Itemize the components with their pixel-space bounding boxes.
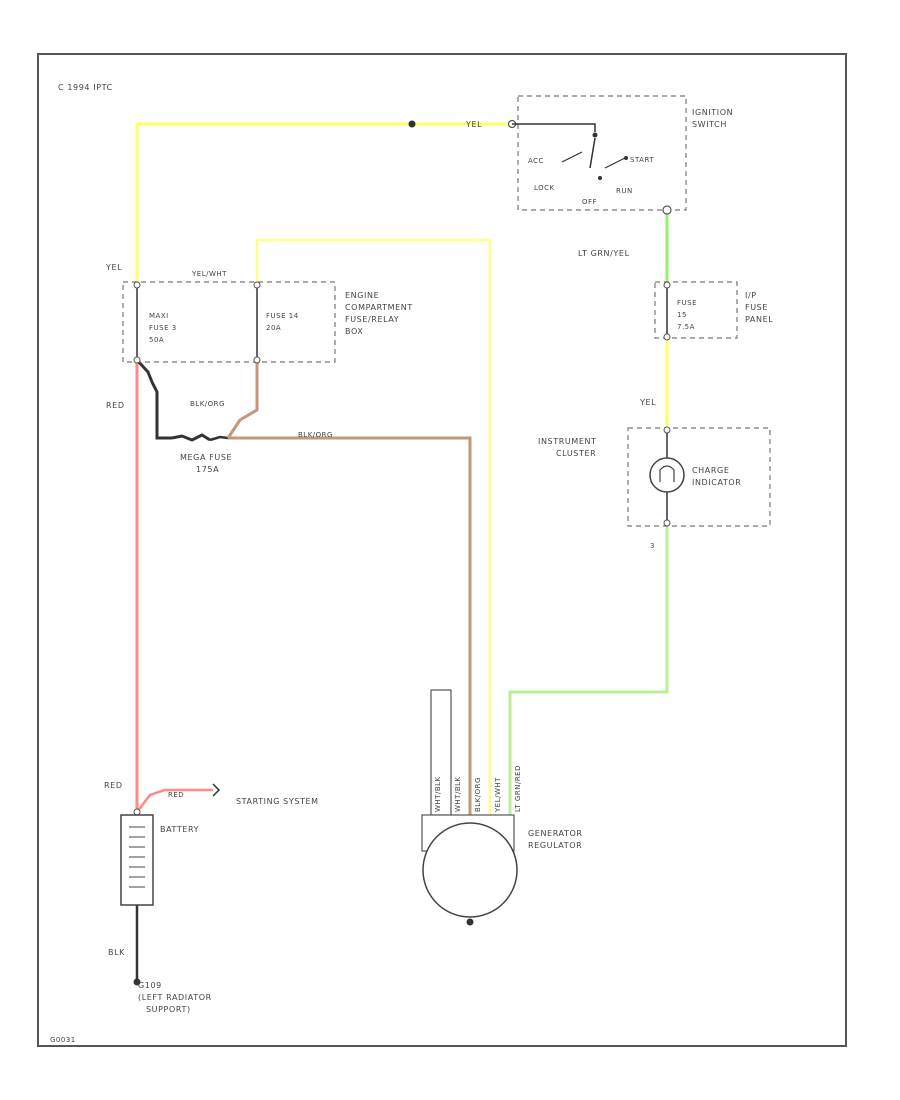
terminal-icon bbox=[253, 356, 261, 364]
ip-fuse-label: 15 bbox=[677, 311, 687, 319]
terminal-icon bbox=[663, 426, 671, 434]
terminal-icon bbox=[663, 281, 671, 289]
switch-acc-contact bbox=[561, 151, 583, 163]
figure-id-label: G0031 bbox=[50, 1036, 76, 1044]
generator-label: GENERATOR bbox=[528, 829, 583, 838]
wire-label: YEL bbox=[465, 120, 482, 129]
generator-ground-icon bbox=[466, 918, 474, 926]
instrument-cluster-label: CLUSTER bbox=[556, 449, 596, 458]
generator-pin-label: YEL/WHT bbox=[494, 777, 502, 813]
ip-fuse-label: FUSE bbox=[677, 299, 697, 307]
mega-fuse-label: MEGA FUSE bbox=[180, 453, 232, 462]
wire-label: YEL bbox=[105, 263, 122, 272]
starting-system-label: STARTING SYSTEM bbox=[236, 797, 319, 806]
ip-fuse-panel-box bbox=[654, 281, 738, 339]
terminal-icon bbox=[663, 519, 671, 527]
ignition-switch-label: SWITCH bbox=[692, 120, 727, 129]
terminal-icon bbox=[133, 808, 141, 816]
terminal-icon bbox=[253, 281, 261, 289]
maxi-fuse-label: MAXI bbox=[149, 312, 169, 320]
ground-label: SUPPORT) bbox=[146, 1005, 191, 1014]
wire-label: LT GRN/YEL bbox=[578, 249, 630, 258]
wire-label: RED bbox=[168, 791, 184, 799]
generator-pin-label: BLK/ORG bbox=[474, 777, 482, 812]
ip-fuse-panel-label: PANEL bbox=[745, 315, 773, 324]
lamp-filament-icon bbox=[659, 465, 675, 482]
engine-fuse-box-label: BOX bbox=[345, 327, 363, 336]
engine-fuse-box-label: FUSE/RELAY bbox=[345, 315, 399, 324]
wire-blk-org-long bbox=[228, 436, 472, 815]
mega-fuse-symbol bbox=[171, 433, 211, 442]
ignition-switch-label: IGNITION bbox=[692, 108, 733, 117]
wire-label: BLK/ORG bbox=[190, 400, 225, 408]
maxi-fuse-label: 50A bbox=[149, 336, 164, 344]
cluster-pin-label: 3 bbox=[650, 542, 655, 550]
ignition-run-label: RUN bbox=[616, 187, 633, 195]
mega-fuse-link bbox=[209, 435, 229, 442]
generator-label: REGULATOR bbox=[528, 841, 582, 850]
charge-indicator-label: CHARGE bbox=[692, 466, 730, 475]
ip-fuse-label: 7.5A bbox=[677, 323, 695, 331]
charge-indicator-label: INDICATOR bbox=[692, 478, 741, 487]
wire-lt-grn-red bbox=[508, 525, 669, 815]
ground-label: G109 bbox=[138, 981, 162, 990]
wire-label: YEL bbox=[639, 398, 656, 407]
mega-fuse-label: 175A bbox=[196, 465, 219, 474]
terminal-icon bbox=[663, 333, 671, 341]
ignition-switch-box bbox=[517, 95, 687, 211]
terminal-icon bbox=[133, 356, 141, 364]
ground-label: (LEFT RADIATOR bbox=[138, 993, 212, 1002]
splice-dot bbox=[408, 120, 416, 128]
ground-icon bbox=[133, 978, 141, 986]
ignition-lock-label: LOCK bbox=[534, 184, 555, 192]
engine-fuse-box-label: ENGINE bbox=[345, 291, 379, 300]
battery-label: BATTERY bbox=[160, 825, 199, 834]
instrument-cluster-box bbox=[627, 427, 771, 527]
switch-contact-dot bbox=[624, 156, 628, 160]
battery-icon bbox=[120, 814, 154, 906]
wire-label: RED bbox=[104, 781, 123, 790]
generator-icon bbox=[422, 822, 518, 918]
instrument-cluster-label: INSTRUMENT bbox=[538, 437, 597, 446]
generator-pin-label: LT GRN/RED bbox=[514, 765, 522, 812]
ignition-start-label: START bbox=[630, 156, 654, 164]
wire-blk-maxi bbox=[135, 358, 172, 440]
terminal-icon bbox=[133, 281, 141, 289]
terminal-icon bbox=[662, 205, 672, 215]
fuse-14-label: 20A bbox=[266, 324, 281, 332]
wire-yel-top bbox=[135, 122, 512, 285]
switch-contact-dot bbox=[598, 176, 602, 180]
maxi-fuse-label: FUSE 3 bbox=[149, 324, 177, 332]
charge-indicator-lamp-icon bbox=[649, 457, 685, 493]
ignition-acc-label: ACC bbox=[528, 157, 544, 165]
ip-fuse-panel-label: I/P bbox=[745, 291, 757, 300]
wire-label: BLK bbox=[108, 948, 125, 957]
wire-yel-wht bbox=[255, 238, 492, 815]
switch-run-contact bbox=[604, 157, 626, 169]
wire-blk-org-short bbox=[226, 360, 259, 439]
wire-label: YEL/WHT bbox=[191, 270, 227, 278]
generator-pin-label: WHT/BLK bbox=[434, 776, 442, 812]
generator-pin-label: WHT/BLK bbox=[454, 776, 462, 812]
arrow-icon bbox=[212, 783, 221, 797]
switch-pivot bbox=[592, 132, 598, 138]
wire-red-start bbox=[136, 788, 213, 813]
switch-contact bbox=[512, 123, 596, 132]
wire-label: BLK/ORG bbox=[298, 431, 333, 439]
engine-fuse-box-label: COMPARTMENT bbox=[345, 303, 413, 312]
copyright-label: C 1994 IPTC bbox=[58, 83, 113, 92]
wire-label: RED bbox=[106, 401, 125, 410]
ignition-off-label: OFF bbox=[582, 198, 597, 206]
fuse-14-label: FUSE 14 bbox=[266, 312, 299, 320]
engine-fuse-box bbox=[122, 281, 336, 363]
switch-blade bbox=[589, 137, 596, 169]
ip-fuse-panel-label: FUSE bbox=[745, 303, 768, 312]
